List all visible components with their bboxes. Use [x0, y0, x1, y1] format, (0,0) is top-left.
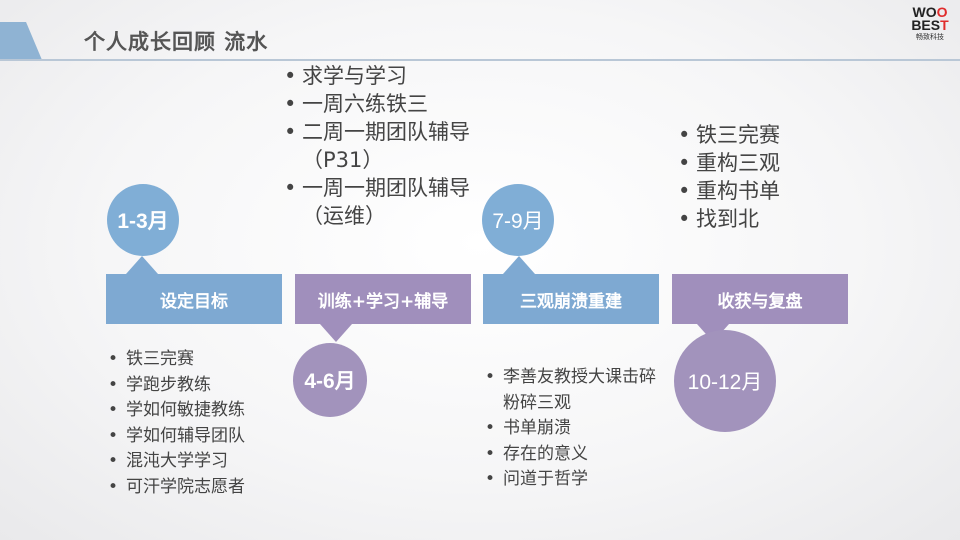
list-item: 李善友教授大课击碎粉碎三观 [485, 365, 665, 416]
list-item: 学如何敏捷教练 [108, 398, 245, 424]
list-item: 二周一期团队辅导（P31） [284, 118, 484, 174]
pointer-down [320, 324, 352, 342]
company-logo: WOO BEST 畅致科技 [906, 4, 954, 42]
stage-list-q3: 李善友教授大课击碎粉碎三观 书单崩溃 存在的意义 问道于哲学 [485, 365, 665, 493]
period-circle-q3: 7-9月 [482, 184, 554, 256]
list-item: 混沌大学学习 [108, 449, 245, 475]
header-divider [0, 59, 960, 61]
stage-label-q4: 收获与复盘 [717, 291, 803, 312]
list-item: 铁三完赛 [678, 121, 780, 149]
stage-box-q4: 收获与复盘 [672, 274, 848, 342]
stage-box-q1: 设定目标 [106, 256, 282, 324]
slide-title: 个人成长回顾 流水 [84, 30, 269, 54]
list-item: 书单崩溃 [485, 416, 665, 442]
stage-box-q3: 三观崩溃重建 [483, 256, 659, 324]
stage-box-q2: 训练+学习+辅导 [295, 274, 471, 342]
list-item: 可汗学院志愿者 [108, 475, 245, 501]
stage-list-q1: 铁三完赛 学跑步教练 学如何敏捷教练 学如何辅导团队 混沌大学学习 可汗学院志愿… [108, 347, 245, 500]
list-item: 一周一期团队辅导（运维） [284, 174, 484, 230]
period-circle-q2: 4-6月 [293, 343, 367, 417]
list-item: 问道于哲学 [485, 467, 665, 493]
list-item: 重构书单 [678, 177, 780, 205]
stage-list-q2: 求学与学习 一周六练铁三 二周一期团队辅导（P31） 一周一期团队辅导（运维） [284, 62, 484, 230]
stage-label-q2: 训练+学习+辅导 [317, 291, 449, 312]
period-circle-q1: 1-3月 [107, 184, 179, 256]
list-item: 铁三完赛 [108, 347, 245, 373]
pointer-up [503, 256, 535, 274]
pointer-up [126, 256, 158, 274]
list-item: 一周六练铁三 [284, 90, 484, 118]
list-item: 学如何辅导团队 [108, 424, 245, 450]
list-item: 求学与学习 [284, 62, 484, 90]
logo-line3: 畅致科技 [916, 33, 944, 41]
list-item: 存在的意义 [485, 442, 665, 468]
logo-line1: WOO [912, 4, 948, 20]
stage-label-q3: 三观崩溃重建 [520, 291, 622, 312]
period-circle-q4: 10-12月 [674, 330, 776, 432]
list-item: 找到北 [678, 205, 780, 233]
stage-label-q1: 设定目标 [160, 291, 228, 312]
list-item: 重构三观 [678, 149, 780, 177]
logo-line2: BEST [911, 17, 949, 33]
header-accent-tab [0, 22, 42, 60]
list-item: 学跑步教练 [108, 373, 245, 399]
stage-list-q4: 铁三完赛 重构三观 重构书单 找到北 [678, 121, 780, 233]
